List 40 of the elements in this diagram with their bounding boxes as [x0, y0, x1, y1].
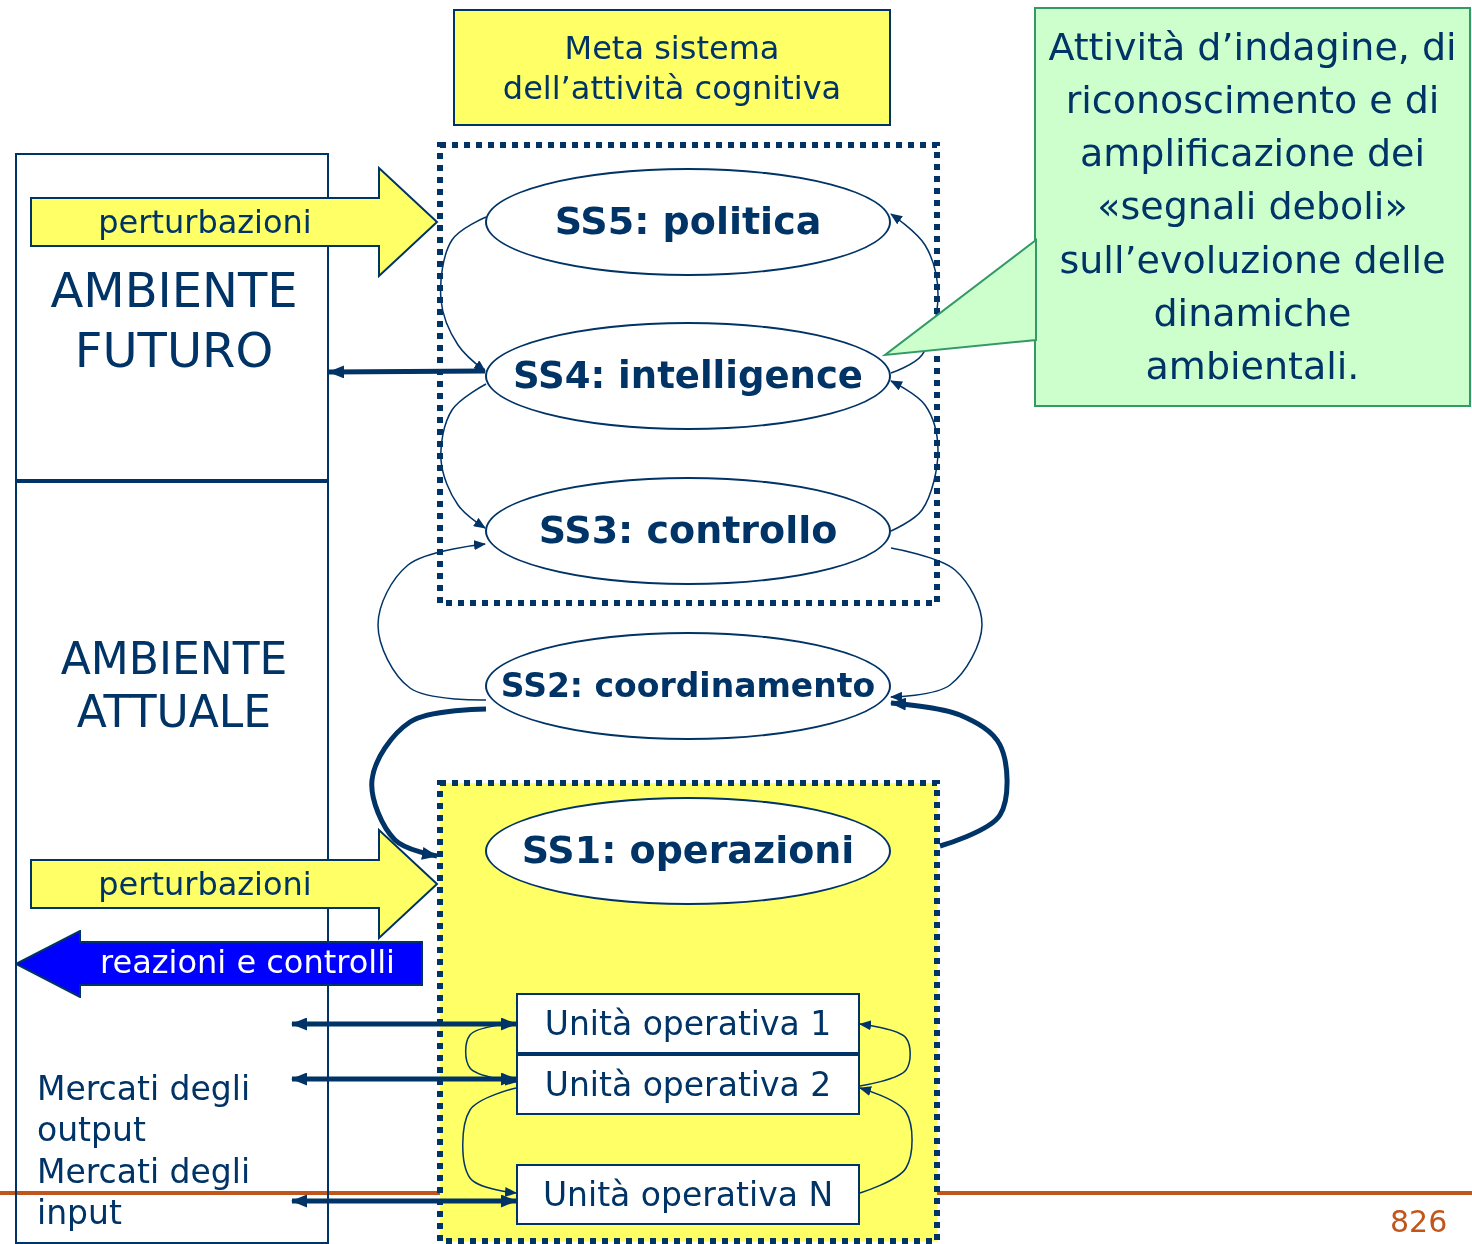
node-label: AMBIENTE ATTUALE — [59, 633, 289, 739]
node-label: Meta sistema dell’attività cognitiva — [501, 27, 843, 108]
node-label: Unità operativa N — [542, 1173, 834, 1216]
node-label: SS1: operazioni — [521, 827, 855, 875]
arrow — [291, 1017, 517, 1031]
node-label: Unità operativa 1 — [544, 1002, 832, 1045]
node-label: SS3: controllo — [538, 507, 838, 555]
node-label: Unità operativa 2 — [544, 1063, 832, 1106]
arrow — [291, 1194, 517, 1208]
arrow-label: reazioni e controlli — [99, 944, 396, 981]
arrow — [440, 383, 487, 529]
arrow — [377, 540, 487, 701]
arrow — [890, 380, 939, 532]
node-label: Mercati degli input — [37, 1151, 252, 1234]
arrow — [328, 365, 485, 379]
arrow — [890, 697, 1010, 849]
arrow — [439, 216, 487, 372]
unit-box — [516, 993, 860, 1054]
node-label: SS2: coordinamento — [500, 665, 876, 707]
title-box — [453, 9, 891, 126]
arrow — [890, 547, 983, 702]
edge-label: perturbazioni — [97, 202, 313, 242]
unit-box — [516, 1054, 860, 1115]
block-arrow — [30, 827, 439, 941]
arrow — [369, 706, 487, 860]
node-label: SS4: intelligence — [513, 352, 863, 399]
page-number: 826 — [1390, 1204, 1448, 1239]
node-label: AMBIENTE FUTURO — [49, 261, 299, 380]
node-label: Attività d’indagine, di riconoscimento e di amplificazione dei «segnali deboli» sull’evoluzione delle dinamiche ambientali. — [1047, 23, 1458, 390]
arrow — [291, 1072, 517, 1086]
block-arrow — [30, 165, 439, 279]
arrow — [859, 1086, 913, 1194]
edge-label: perturbazioni — [97, 864, 313, 904]
node-label: SS5: politica — [554, 198, 822, 246]
unit-box — [516, 1164, 860, 1225]
arrow — [462, 1087, 517, 1197]
node-label: Mercati degli output — [37, 1068, 252, 1151]
callout-pointer — [881, 238, 1037, 357]
arrow — [859, 1020, 911, 1087]
environment-panel — [15, 153, 329, 481]
